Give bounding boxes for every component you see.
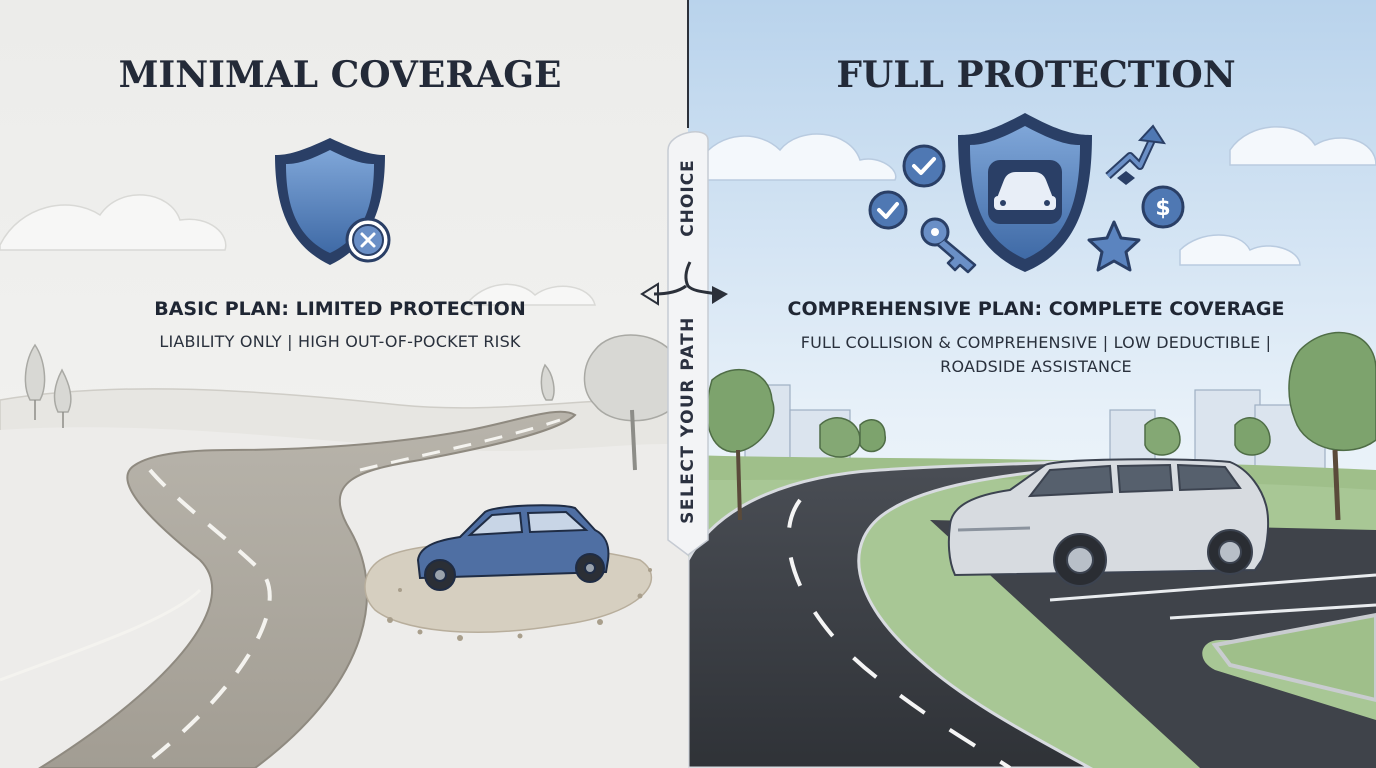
svg-text:$: $ bbox=[1155, 196, 1170, 221]
left-scene bbox=[0, 0, 688, 768]
comprehensive-plan-details-line2: ROADSIDE ASSISTANCE bbox=[940, 357, 1132, 376]
old-sedan-car bbox=[416, 504, 610, 591]
comprehensive-plan-heading: COMPREHENSIVE PLAN: COMPLETE COVERAGE bbox=[787, 298, 1285, 320]
new-suv-car bbox=[947, 458, 1270, 587]
choice-label: CHOICE bbox=[668, 150, 708, 246]
growth-arrow-icon bbox=[1105, 124, 1167, 185]
right-clouds bbox=[699, 126, 1376, 266]
shield-x-icon bbox=[275, 138, 391, 265]
choice-label-text: CHOICE bbox=[678, 159, 699, 237]
check-icon bbox=[902, 144, 946, 188]
right-scene bbox=[688, 0, 1376, 768]
shield-car-icon bbox=[958, 113, 1092, 272]
left-clouds bbox=[0, 194, 596, 306]
check-icon bbox=[868, 190, 908, 230]
right-trees bbox=[706, 331, 1376, 521]
dollar-icon: $ bbox=[1141, 185, 1185, 229]
left-trees bbox=[24, 334, 684, 471]
basic-plan-heading: BASIC PLAN: LIMITED PROTECTION bbox=[154, 298, 526, 320]
comprehensive-plan-details-line1: FULL COLLISION & COMPREHENSIVE | LOW DED… bbox=[800, 333, 1272, 352]
center-divider bbox=[640, 0, 728, 556]
left-panel-title: MINIMAL COVERAGE bbox=[118, 54, 562, 96]
key-icon bbox=[920, 217, 977, 274]
select-your-path-label: SELECT YOUR PATH bbox=[668, 300, 708, 540]
basic-plan-details: LIABILITY ONLY | HIGH OUT-OF-POCKET RISK bbox=[159, 332, 521, 351]
select-your-path-text: SELECT YOUR PATH bbox=[678, 316, 699, 524]
right-panel-title: FULL PROTECTION bbox=[836, 54, 1236, 96]
star-icon bbox=[1087, 220, 1141, 272]
